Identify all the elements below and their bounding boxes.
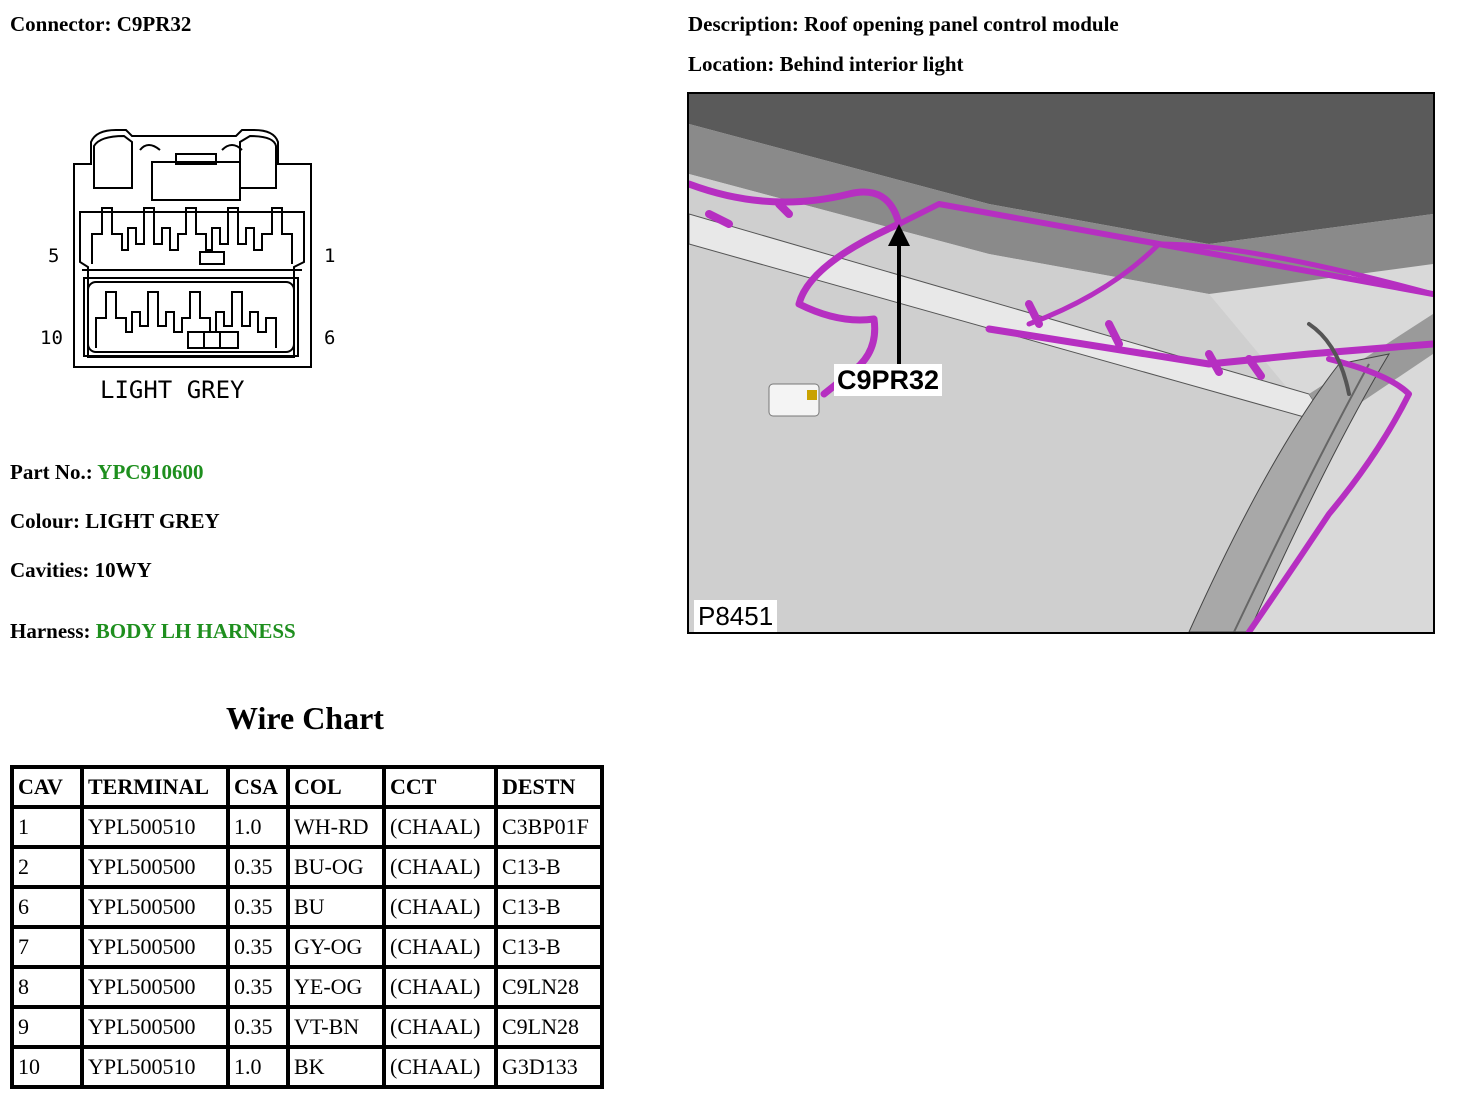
- cell-cct: (CHAAL): [386, 889, 494, 925]
- cavities-line: Cavities: 10WY: [10, 558, 152, 583]
- pin-label-10: 10: [40, 327, 63, 349]
- description-line: Description: Roof opening panel control …: [688, 12, 1119, 37]
- cell-destn: G3D133: [498, 1049, 600, 1085]
- cell-cav: 2: [14, 849, 80, 885]
- cell-destn: C13-B: [498, 849, 600, 885]
- photo-callout-label: C9PR32: [834, 364, 943, 396]
- column-header-terminal: TERMINAL: [84, 769, 226, 805]
- connector-label: Connector:: [10, 12, 112, 36]
- part-no-label: Part No.:: [10, 460, 93, 484]
- cell-cav: 1: [14, 809, 80, 845]
- cell-destn: C9LN28: [498, 1009, 600, 1045]
- part-no-line: Part No.: YPC910600: [10, 460, 203, 485]
- column-header-destn: DESTN: [498, 769, 600, 805]
- description-label: Description:: [688, 12, 799, 36]
- wire-chart-header-row: CAV TERMINAL CSA COL CCT DESTN: [14, 769, 600, 805]
- pin-label-5: 5: [48, 245, 59, 267]
- cell-cav: 9: [14, 1009, 80, 1045]
- cell-cav: 6: [14, 889, 80, 925]
- connector-value: C9PR32: [116, 12, 192, 36]
- cell-cav: 8: [14, 969, 80, 1005]
- connector-line: Connector: C9PR32: [10, 12, 191, 37]
- cell-destn: C9LN28: [498, 969, 600, 1005]
- part-no-link[interactable]: YPC910600: [97, 460, 204, 484]
- colour-label: Colour:: [10, 509, 80, 533]
- cell-col: BU-OG: [290, 849, 382, 885]
- connector-face-diagram: 5 1 10 6 LIGHT GREY: [40, 129, 335, 404]
- colour-line: Colour: LIGHT GREY: [10, 509, 220, 534]
- cell-col: WH-RD: [290, 809, 382, 845]
- column-header-col: COL: [290, 769, 382, 805]
- cell-csa: 0.35: [230, 849, 286, 885]
- cell-col: YE-OG: [290, 969, 382, 1005]
- cell-terminal: YPL500510: [84, 1049, 226, 1085]
- cell-csa: 0.35: [230, 929, 286, 965]
- cell-col: VT-BN: [290, 1009, 382, 1045]
- location-label: Location:: [688, 52, 775, 76]
- cell-csa: 1.0: [230, 1049, 286, 1085]
- cell-csa: 1.0: [230, 809, 286, 845]
- connector-colour-caption: LIGHT GREY: [100, 376, 245, 404]
- cell-terminal: YPL500500: [84, 929, 226, 965]
- cavities-value: 10WY: [94, 558, 152, 582]
- cell-terminal: YPL500500: [84, 889, 226, 925]
- cell-cav: 10: [14, 1049, 80, 1085]
- cell-cct: (CHAAL): [386, 849, 494, 885]
- location-line: Location: Behind interior light: [688, 52, 964, 77]
- photo-reference-code: P8451: [694, 600, 778, 632]
- pin-label-1: 1: [324, 245, 335, 267]
- location-photo: [687, 92, 1435, 634]
- pin-label-6: 6: [324, 327, 335, 349]
- harness-label: Harness:: [10, 619, 91, 643]
- cell-destn: C13-B: [498, 889, 600, 925]
- cavities-label: Cavities:: [10, 558, 90, 582]
- cell-col: BU: [290, 889, 382, 925]
- cell-cct: (CHAAL): [386, 1009, 494, 1045]
- cell-cct: (CHAAL): [386, 1049, 494, 1085]
- cell-cav: 7: [14, 929, 80, 965]
- cell-destn: C13-B: [498, 929, 600, 965]
- cell-cct: (CHAAL): [386, 969, 494, 1005]
- cell-csa: 0.35: [230, 1009, 286, 1045]
- colour-value: LIGHT GREY: [85, 509, 220, 533]
- harness-line: Harness: BODY LH HARNESS: [10, 619, 296, 644]
- column-header-csa: CSA: [230, 769, 286, 805]
- description-value: Roof opening panel control module: [804, 12, 1119, 36]
- wire-chart-title: Wire Chart: [226, 700, 384, 736]
- column-header-cav: CAV: [14, 769, 80, 805]
- cell-csa: 0.35: [230, 969, 286, 1005]
- cell-col: GY-OG: [290, 929, 382, 965]
- cell-terminal: YPL500510: [84, 809, 226, 845]
- harness-link[interactable]: BODY LH HARNESS: [95, 619, 296, 643]
- cell-terminal: YPL500500: [84, 969, 226, 1005]
- cell-cct: (CHAAL): [386, 809, 494, 845]
- cell-destn: C3BP01F: [498, 809, 600, 845]
- roof-harness-illustration: [689, 94, 1433, 632]
- cell-csa: 0.35: [230, 889, 286, 925]
- cell-terminal: YPL500500: [84, 1009, 226, 1045]
- cell-terminal: YPL500500: [84, 849, 226, 885]
- cell-cct: (CHAAL): [386, 929, 494, 965]
- location-value: Behind interior light: [779, 52, 964, 76]
- cell-col: BK: [290, 1049, 382, 1085]
- column-header-cct: CCT: [386, 769, 494, 805]
